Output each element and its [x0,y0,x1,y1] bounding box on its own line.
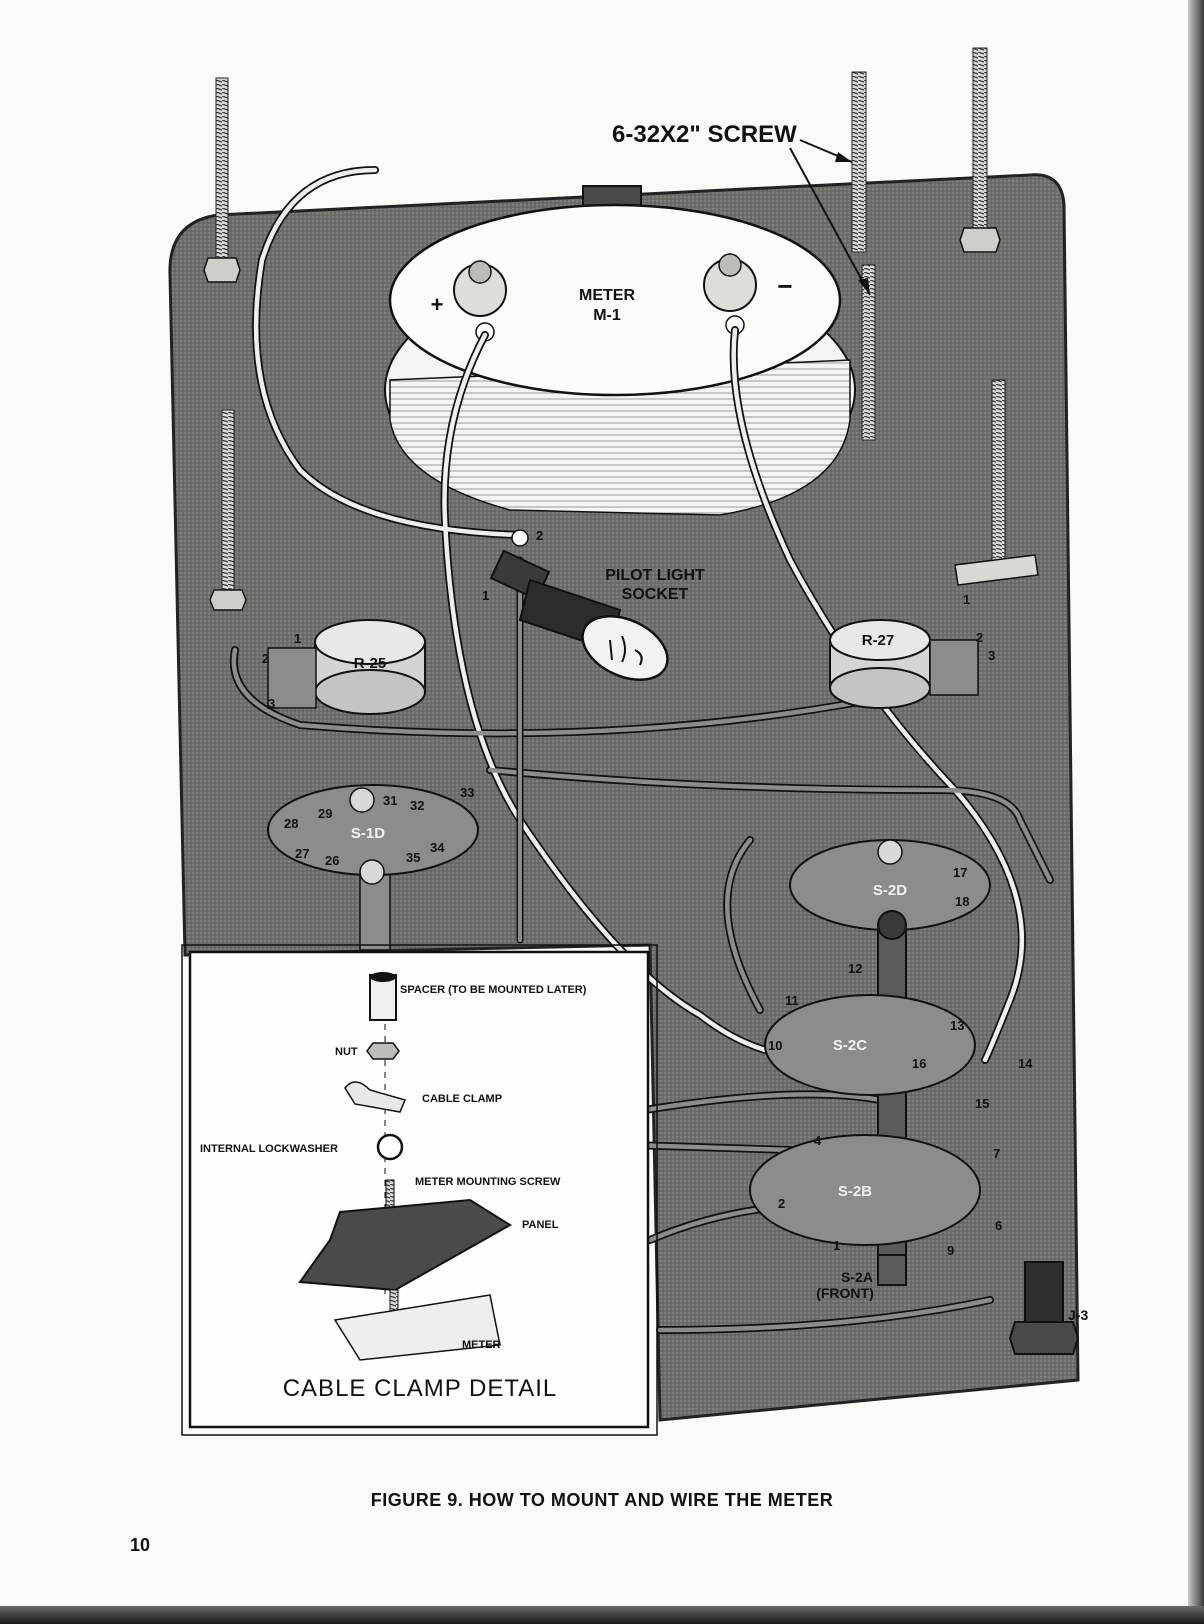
switch-wafer-s2b: S-2B 1 2 4 6 7 9 [749,1133,1002,1258]
pilot-terminal-2: 2 [536,528,543,543]
detail-title: CABLE CLAMP DETAIL [282,1375,558,1402]
r25-label: R-25 [354,655,387,672]
s2b-terminal-4: 4 [814,1133,822,1148]
mounting-screws [203,47,1039,611]
detail-nut-label: NUT [335,1046,358,1058]
s2d-terminal-17: 17 [953,865,967,880]
s2c-terminal-11: 11 [785,993,799,1008]
s1d-terminal-29: 29 [318,806,332,821]
pilot-light-socket: 1 2 PILOT LIGHT SOCKET [482,528,705,681]
meter-plus-terminal [453,260,507,342]
r25-terminal-1: 1 [294,631,301,646]
s2d-label: S-2D [873,882,907,899]
rotary-switch-s2: S-2D 17 18 S-2C 10 11 12 13 14 15 16 S-2… [749,839,1033,1301]
s2c-terminal-10: 10 [768,1038,782,1053]
s2d-terminal-18: 18 [955,894,969,909]
s2a-label-line2: (FRONT) [816,1285,874,1301]
cable-clamp-detail-inset: SPACER (TO BE MOUNTED LATER) NUT CABLE C… [181,944,658,1436]
s2b-terminal-6: 6 [995,1218,1002,1233]
s1d-terminal-31: 31 [383,793,397,808]
screw-callout-label: 6-32X2" SCREW [612,121,797,148]
detail-meter-label: METER [462,1339,501,1351]
meter-plus-sign: + [431,292,444,317]
meter-label-line2: M-1 [593,307,621,324]
r27-terminal-1: 1 [963,592,970,607]
page-edge-shadow [1188,0,1204,1624]
switch-wafer-s2d: S-2D 17 18 [789,839,991,931]
s2c-label: S-2C [833,1037,867,1054]
screw-top-left [203,77,241,283]
s1d-terminal-26: 26 [325,853,339,868]
page-number: 10 [130,1535,151,1555]
s2c-terminal-16: 16 [912,1056,926,1071]
switch-wafer-s2c: S-2C 10 11 12 13 14 15 16 [764,961,1033,1111]
cable-clamp-part [344,1081,407,1113]
screw-top-right [959,47,1001,253]
meter-minus-sign: − [777,271,792,301]
s1d-terminal-33: 33 [460,785,474,800]
s1d-terminal-34: 34 [430,840,445,855]
screw-top-center [851,71,876,441]
s1d-terminal-32: 32 [410,798,424,813]
r25-terminal-2: 2 [262,651,269,666]
s2b-label: S-2B [838,1183,872,1200]
s2a-label-line1: S-2A [841,1269,873,1285]
meter-label-line1: METER [579,287,635,304]
detail-clamp-label: CABLE CLAMP [422,1093,502,1105]
r27-label: R-27 [862,632,895,649]
s2c-terminal-14: 14 [1018,1056,1033,1071]
screw-right-middle [954,379,1039,586]
jack-j3: J-3 [1008,1261,1088,1355]
figure-caption: FIGURE 9. HOW TO MOUNT AND WIRE THE METE… [370,1490,834,1510]
j3-label: J-3 [1068,1307,1088,1323]
potentiometer-r27: R-27 1 2 3 [829,592,995,709]
s2b-terminal-1: 1 [833,1238,840,1253]
meter-minus-terminal [703,253,757,335]
detail-lockwasher-label: INTERNAL LOCKWASHER [200,1143,338,1155]
lockwasher-part [376,1133,404,1161]
s1d-terminal-35: 35 [406,850,420,865]
s2c-terminal-15: 15 [975,1096,989,1111]
s2b-terminal-7: 7 [993,1146,1000,1161]
r27-terminal-3: 3 [988,648,995,663]
spacer-part [369,972,397,1021]
potentiometer-r25: R-25 1 2 3 [262,619,426,715]
s1d-terminal-27: 27 [295,846,309,861]
screw-callout: 6-32X2" SCREW [612,121,871,296]
s1d-label: S-1D [351,825,385,842]
screw-left-middle [209,409,247,611]
meter-part [333,1294,501,1361]
page-bottom-shadow [0,1606,1204,1624]
detail-spacer-label: SPACER (TO BE MOUNTED LATER) [400,984,587,996]
s2b-terminal-9: 9 [947,1243,954,1258]
pilot-terminal-1: 1 [482,588,489,603]
s2b-terminal-2: 2 [778,1196,785,1211]
pilot-label-line1: PILOT LIGHT [605,567,705,584]
nut-part [366,1042,400,1060]
detail-panel-label: PANEL [522,1219,559,1231]
s2c-terminal-12: 12 [848,961,862,976]
pilot-label-line2: SOCKET [622,586,689,603]
switch-wafer-s1d: S-1D 28 29 31 32 33 27 26 35 34 [267,784,479,951]
r25-terminal-3: 3 [268,696,275,711]
detail-screw-label: METER MOUNTING SCREW [415,1176,561,1188]
s2c-terminal-13: 13 [950,1018,964,1033]
meter-m1: METER M-1 + − [384,203,856,516]
r27-terminal-2: 2 [976,630,983,645]
s1d-terminal-28: 28 [284,816,298,831]
